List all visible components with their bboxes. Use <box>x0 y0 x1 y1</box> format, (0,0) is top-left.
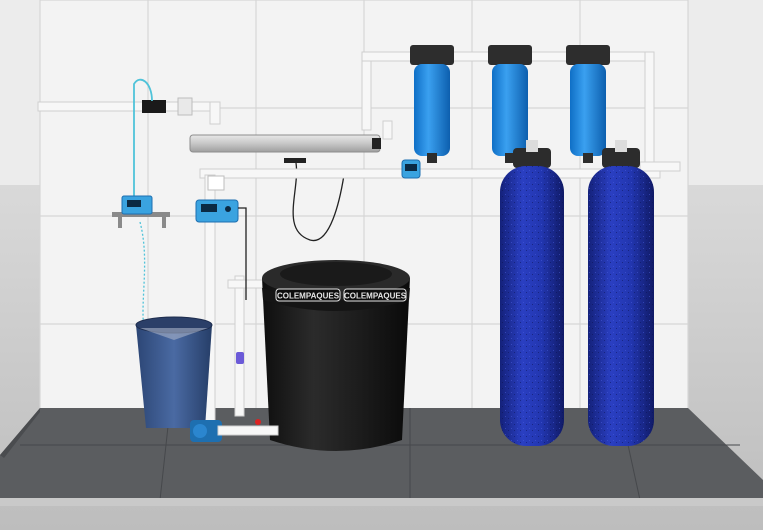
cartridge-filter-2 <box>488 45 532 163</box>
chemical-bucket <box>135 316 213 428</box>
inlet-pipe <box>37 97 221 125</box>
tank-brand-label-right: COLEMPAQUES <box>343 288 407 302</box>
float-switch <box>236 352 244 364</box>
tank-brand-label-left: COLEMPAQUES <box>275 288 341 302</box>
svg-text:COLEMPAQUES: COLEMPAQUES <box>277 292 340 301</box>
cartridge-filter-1 <box>410 45 454 163</box>
media-tank-right <box>588 140 654 446</box>
dosing-tube <box>133 78 153 196</box>
suction-tube <box>139 221 146 331</box>
dosing-pump-shelf <box>112 195 170 228</box>
inline-sensor-fitting <box>142 100 166 113</box>
flow-meter <box>401 159 421 179</box>
svg-text:COLEMPAQUES: COLEMPAQUES <box>344 292 407 301</box>
cartridge-filter-3 <box>566 45 610 163</box>
uv-sterilizer <box>189 134 381 241</box>
booster-pump <box>190 419 279 442</box>
media-tank-left <box>500 140 564 446</box>
pump-controller <box>195 175 247 300</box>
storage-tank <box>262 260 410 451</box>
